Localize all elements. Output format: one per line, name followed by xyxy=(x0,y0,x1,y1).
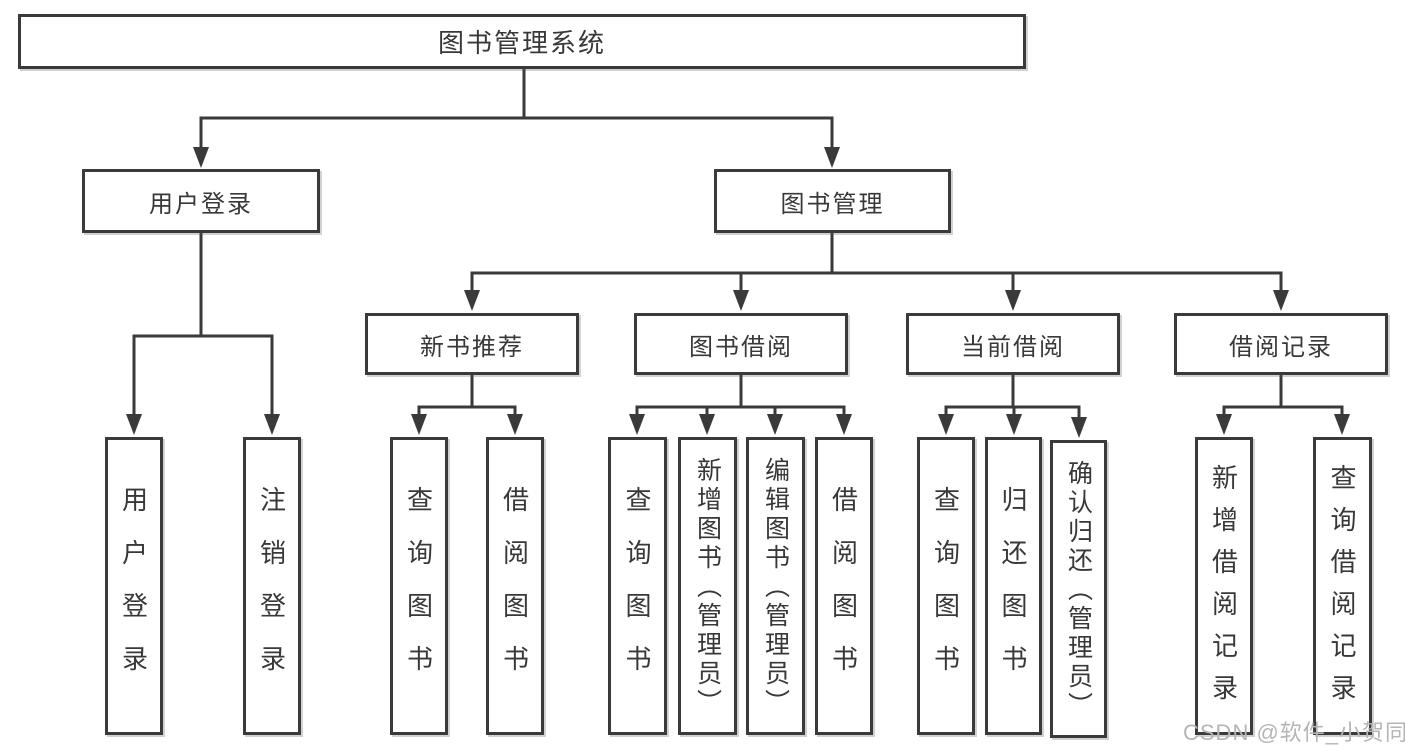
node-borrow-records: 借阅记录 xyxy=(1174,313,1388,375)
connector-user-login-to-children xyxy=(126,233,280,435)
connector-root-to-level2 xyxy=(193,69,840,168)
leaf-borrow-books: 借阅图书 xyxy=(815,437,873,735)
connector-book-borrow-to-children xyxy=(629,375,852,435)
leaf-query-borrow-record: 查询借阅记录 xyxy=(1313,437,1372,735)
node-current-borrow: 当前借阅 xyxy=(906,313,1120,375)
node-root-system: 图书管理系统 xyxy=(18,14,1026,69)
node-new-book-recommend: 新书推荐 xyxy=(365,313,579,375)
leaf-user-login: 用户登录 xyxy=(105,437,163,735)
node-user-login: 用户登录 xyxy=(82,169,320,233)
leaf-borrow-books-recommend: 借阅图书 xyxy=(486,437,544,735)
connector-current-borrow-to-children xyxy=(938,375,1087,438)
leaf-edit-books-admin: 编辑图书（管理员） xyxy=(746,437,805,735)
connector-borrow-records-to-children xyxy=(1216,375,1350,435)
leaf-query-books-current: 查询图书 xyxy=(917,437,975,735)
leaf-query-books-borrow: 查询图书 xyxy=(608,437,667,735)
leaf-logout: 注销登录 xyxy=(243,437,301,735)
node-book-borrow: 图书借阅 xyxy=(634,313,848,375)
leaf-add-books-admin: 新增图书（管理员） xyxy=(678,437,737,735)
leaf-confirm-return-admin: 确认归还（管理员） xyxy=(1050,440,1107,738)
connector-new-books-to-children xyxy=(411,375,523,435)
node-book-management: 图书管理 xyxy=(714,169,951,233)
csdn-watermark: CSDN @软件_小贺同学 xyxy=(1183,720,1405,745)
leaf-query-books-recommend: 查询图书 xyxy=(390,437,448,735)
leaf-add-borrow-record: 新增借阅记录 xyxy=(1195,437,1253,735)
leaf-return-books: 归还图书 xyxy=(985,437,1042,735)
connector-book-mgmt-to-level3 xyxy=(464,233,1289,311)
